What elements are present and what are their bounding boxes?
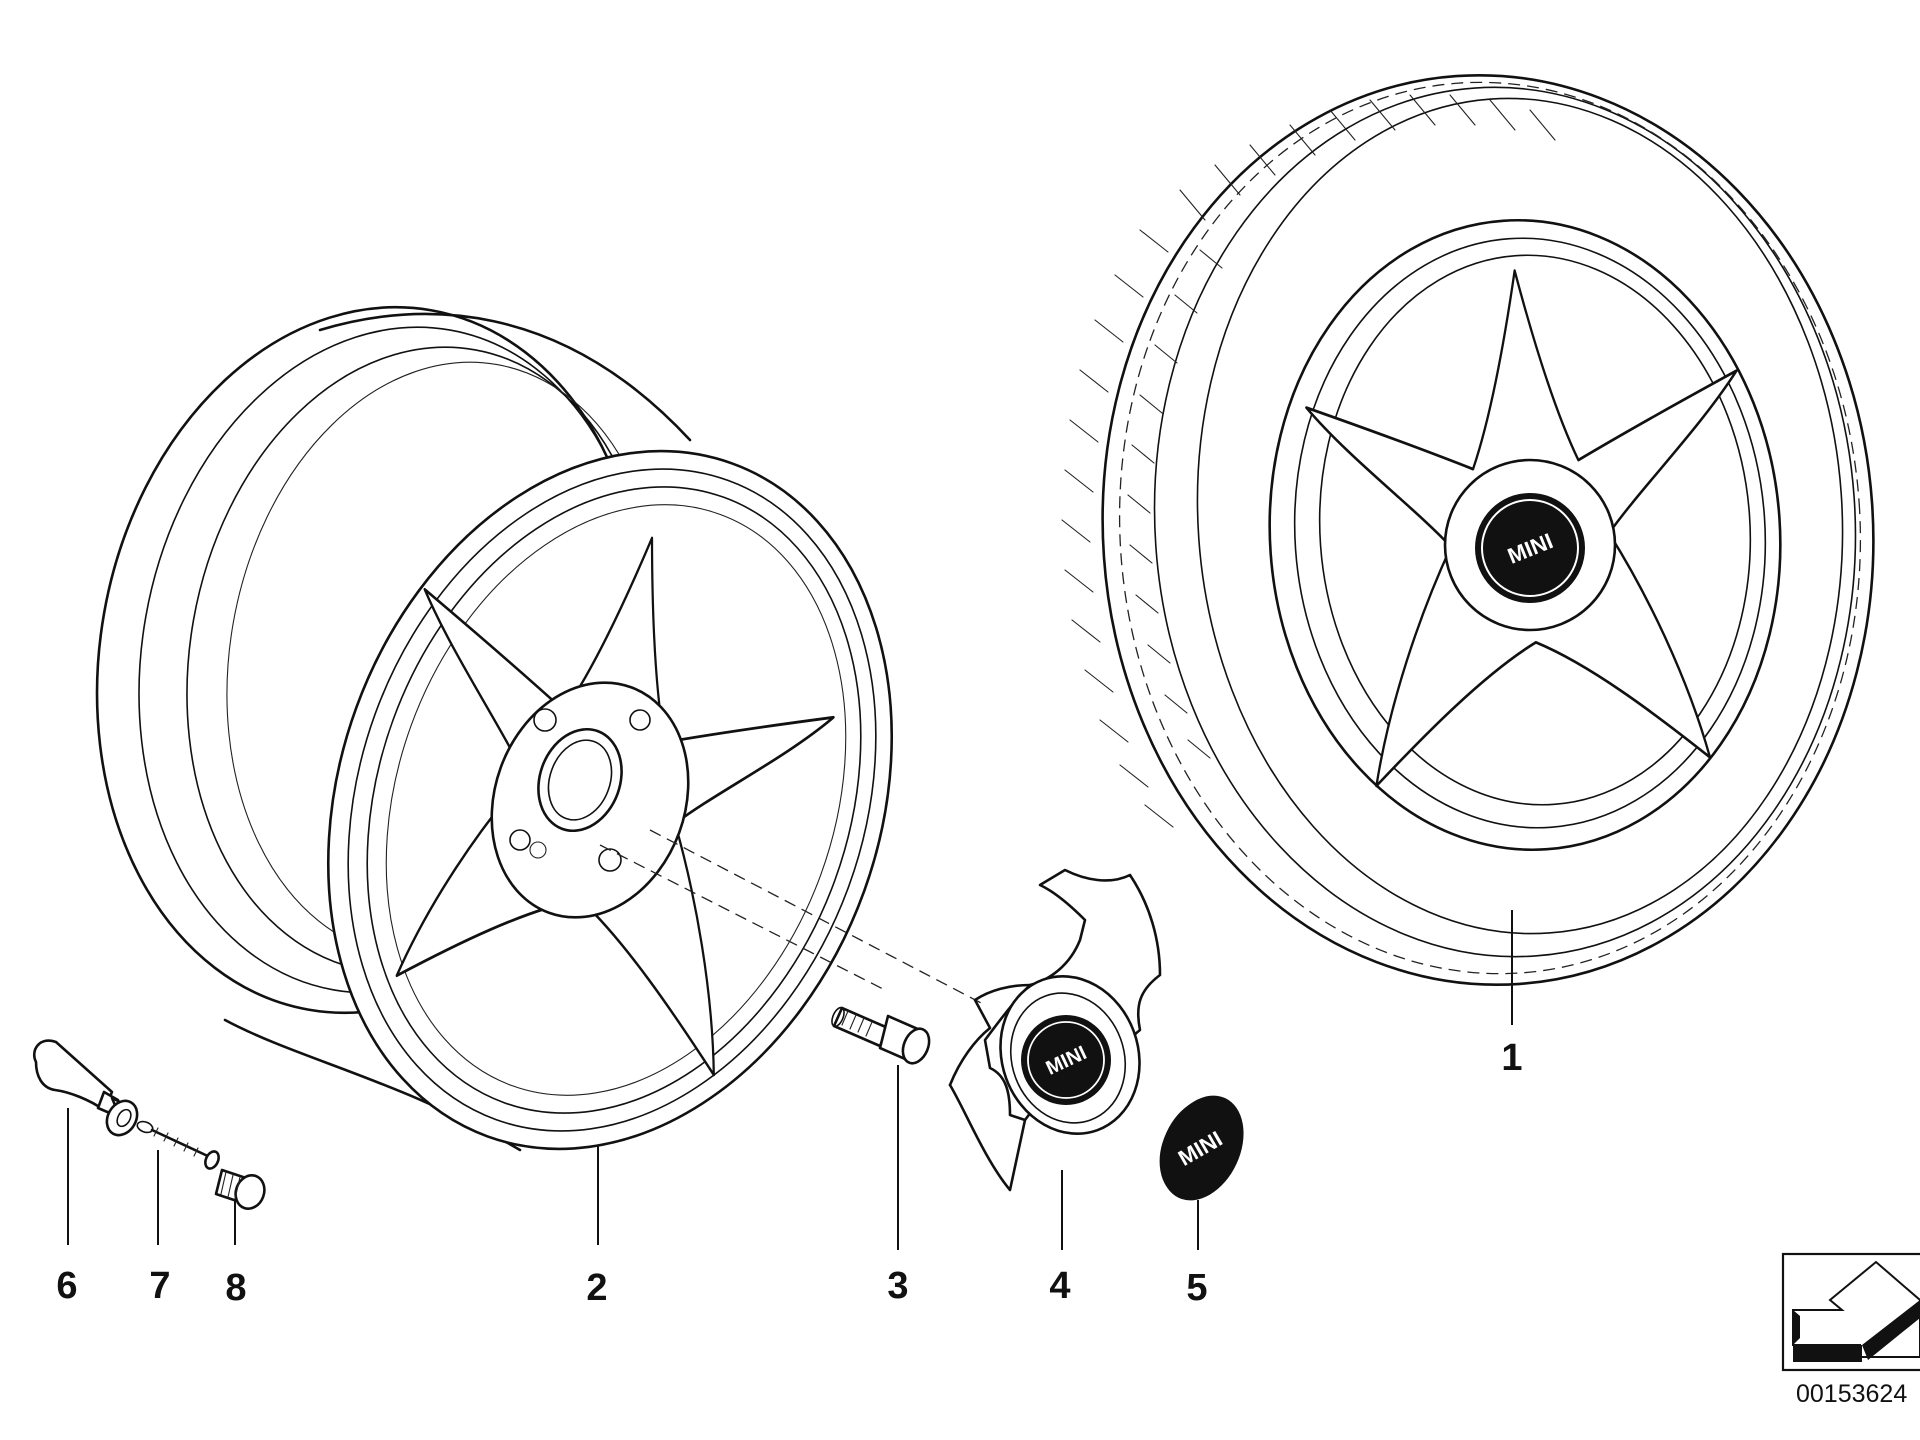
- arrow-down-left-icon: [1792, 1260, 1920, 1362]
- callout-6: 6: [56, 1265, 77, 1307]
- hub-cap-part-4: MINI: [948, 868, 1162, 1250]
- reference-code: 00153624: [1796, 1380, 1907, 1408]
- valve-insert-part-7: [136, 1120, 220, 1245]
- callout-5: 5: [1186, 1267, 1207, 1309]
- assembly-line-cap: [649, 829, 986, 1006]
- callout-8: 8: [225, 1267, 246, 1309]
- callout-2: 2: [586, 1267, 607, 1309]
- callout-4: 4: [1049, 1265, 1070, 1307]
- wheel-bolt-part-3: [831, 1006, 931, 1250]
- mini-badge-part-1: [1475, 493, 1585, 603]
- callout-7: 7: [149, 1265, 170, 1307]
- alloy-rim-part-2: [95, 305, 894, 1245]
- callout-1: 1: [1501, 1037, 1522, 1079]
- callout-numbers: 1 2 3 4 5 6 7 8: [56, 1037, 1522, 1309]
- assembly-line-bolt: [599, 844, 886, 991]
- tyre-valve-part-6: [33, 1039, 139, 1245]
- callout-3: 3: [887, 1265, 908, 1307]
- complete-wheel-part-1: MINI: [1061, 74, 1875, 1025]
- valve-cap-part-8: [214, 1168, 266, 1245]
- badge-part-5: MINI: [1159, 1095, 1244, 1250]
- reference-box: 00153624: [1781, 1252, 1920, 1408]
- tyre-tread-pattern: [1061, 94, 1556, 828]
- mini-badge-part-4: [1021, 1015, 1111, 1105]
